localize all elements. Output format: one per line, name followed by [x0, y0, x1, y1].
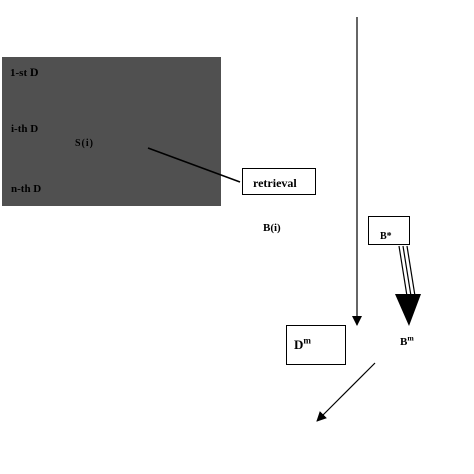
b-m-label: Bm	[400, 334, 414, 348]
d-m-box: Dm	[286, 325, 346, 365]
retrieval-label: retrieval	[253, 176, 297, 190]
thick-arrow	[395, 245, 421, 326]
d-m-base: D	[294, 337, 304, 352]
b-star-label: B*	[380, 231, 392, 242]
first-d-label: 1-st D	[10, 66, 39, 79]
b-m-base: B	[400, 336, 408, 348]
documents-panel	[2, 57, 221, 206]
first-d-letter: D	[29, 65, 39, 79]
b-m-sup: m	[407, 333, 414, 343]
output-arrow	[316, 362, 376, 422]
ith-d-label: i-th D	[11, 123, 39, 135]
nth-d-label: n-th D	[11, 183, 42, 195]
b-i-label: B(i)	[263, 222, 281, 234]
retrieval-box: retrieval	[242, 168, 316, 195]
d-m-sup: m	[303, 335, 311, 346]
first-d-prefix: 1-st	[10, 67, 28, 79]
b-star-box: B*	[368, 216, 410, 245]
s-i-label: S(i)	[75, 138, 94, 149]
connector-line	[147, 147, 241, 183]
